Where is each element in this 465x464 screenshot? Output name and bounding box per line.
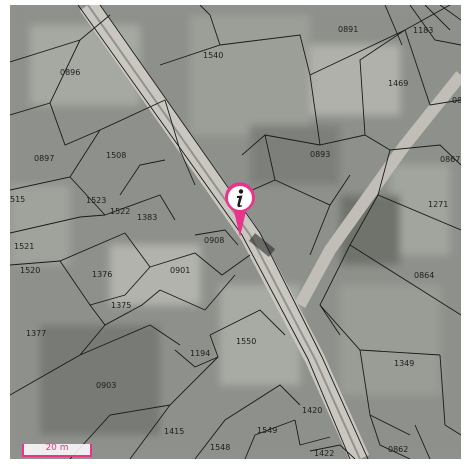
parcel-label[interactable]: 1422 xyxy=(314,449,334,458)
parcel-label[interactable]: 1540 xyxy=(203,51,223,60)
parcel-label[interactable]: 1548 xyxy=(210,443,230,452)
parcel-boundaries xyxy=(10,5,461,459)
parcel-label[interactable]: 1520 xyxy=(20,266,40,275)
parcel-label[interactable]: 0908 xyxy=(204,236,224,245)
info-icon xyxy=(225,182,255,237)
parcel-label[interactable]: 0864 xyxy=(414,271,434,280)
parcel-label[interactable]: 1349 xyxy=(394,359,414,368)
parcel-label[interactable]: 1549 xyxy=(257,426,277,435)
parcel-label[interactable]: 1420 xyxy=(302,406,322,415)
parcel-label[interactable]: 1194 xyxy=(190,349,210,358)
parcel-label[interactable]: 1522 xyxy=(110,207,130,216)
parcel-label[interactable]: 08 xyxy=(452,96,461,105)
parcel-label[interactable]: 0903 xyxy=(96,381,116,390)
parcel-label[interactable]: 1523 xyxy=(86,196,106,205)
parcel-label[interactable]: 0867 xyxy=(440,155,460,164)
parcel-label[interactable]: 1469 xyxy=(388,79,408,88)
parcel-label[interactable]: 515 xyxy=(10,195,25,204)
parcel-labels: 0896 1540 0891 1183 1469 08 0897 1508 08… xyxy=(10,25,461,458)
parcel-label[interactable]: 0897 xyxy=(34,154,54,163)
parcel-label[interactable]: 1183 xyxy=(413,26,433,35)
parcel-label[interactable]: 1383 xyxy=(137,213,157,222)
parcel-label[interactable]: 1521 xyxy=(14,242,34,251)
parcel-label[interactable]: 1508 xyxy=(106,151,126,160)
parcel-label[interactable]: 0893 xyxy=(310,150,330,159)
parcel-label[interactable]: 0901 xyxy=(170,266,190,275)
parcel-label[interactable]: 0896 xyxy=(60,68,80,77)
scale-bar: 20 m xyxy=(22,443,92,457)
parcel-label[interactable]: 1271 xyxy=(428,200,448,209)
map-canvas: 0896 1540 0891 1183 1469 08 0897 1508 08… xyxy=(10,5,461,459)
parcel-label[interactable]: 1375 xyxy=(111,301,131,310)
parcel-label[interactable]: 0891 xyxy=(338,25,358,34)
parcel-label[interactable]: 1376 xyxy=(92,270,112,279)
roads xyxy=(79,5,461,459)
cadastral-map[interactable]: 0896 1540 0891 1183 1469 08 0897 1508 08… xyxy=(10,5,461,459)
parcel-label[interactable]: 1550 xyxy=(236,337,256,346)
parcel-label[interactable]: 0862 xyxy=(388,445,408,454)
scale-label: 20 m xyxy=(45,443,69,453)
parcel-label[interactable]: 1377 xyxy=(26,329,46,338)
parcel-label[interactable]: 1415 xyxy=(164,427,184,436)
info-marker[interactable] xyxy=(223,181,257,239)
